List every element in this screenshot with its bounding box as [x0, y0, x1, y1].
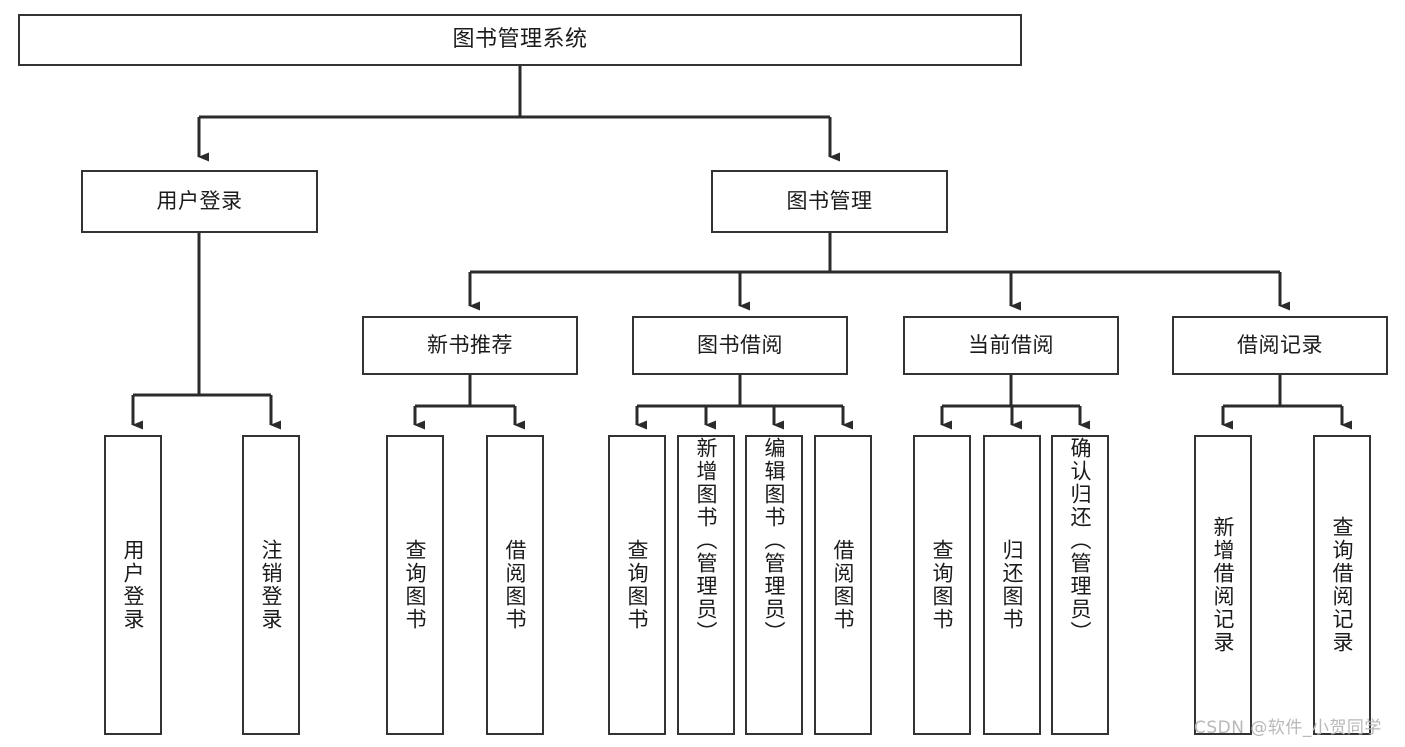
node-label: 查询借阅记录 — [1330, 516, 1355, 654]
node-leaf-record-add[interactable]: 新增借阅记录 — [1194, 435, 1252, 735]
node-label: 查询图书 — [930, 539, 955, 631]
node-leaf-newbook-query-book[interactable]: 查询图书 — [386, 435, 444, 735]
node-label: 当前借阅 — [968, 333, 1054, 358]
node-new-book-recommend[interactable]: 新书推荐 — [362, 316, 578, 375]
node-root-system[interactable]: 图书管理系统 — [18, 14, 1022, 66]
node-leaf-user-login[interactable]: 用户登录 — [104, 435, 162, 735]
node-label: 用户登录 — [156, 189, 243, 214]
node-book-management[interactable]: 图书管理 — [711, 170, 948, 233]
node-label: 图书管理系统 — [452, 27, 588, 53]
node-label: 借阅图书 — [503, 539, 528, 631]
node-leaf-borrow-query-book[interactable]: 查询图书 — [608, 435, 666, 735]
node-leaf-current-query-book[interactable]: 查询图书 — [913, 435, 971, 735]
node-leaf-current-return-book[interactable]: 归还图书 — [983, 435, 1041, 735]
node-leaf-borrow-edit-book[interactable]: 编辑图书（管理员） — [745, 435, 803, 735]
node-current-borrow[interactable]: 当前借阅 — [903, 316, 1119, 375]
node-label: 用户登录 — [121, 539, 146, 631]
node-leaf-record-query[interactable]: 查询借阅记录 — [1313, 435, 1371, 735]
node-label: 图书借阅 — [697, 333, 783, 358]
node-book-borrow[interactable]: 图书借阅 — [632, 316, 848, 375]
node-leaf-user-logout[interactable]: 注销登录 — [242, 435, 300, 735]
node-user-login[interactable]: 用户登录 — [81, 170, 318, 233]
node-leaf-current-confirm-return[interactable]: 确认归还（管理员） — [1051, 435, 1109, 735]
node-label: 新书推荐 — [427, 333, 513, 358]
node-leaf-borrow-borrow-book[interactable]: 借阅图书 — [814, 435, 872, 735]
node-label: 新增借阅记录 — [1211, 516, 1236, 654]
node-label: 查询图书 — [625, 539, 650, 631]
node-leaf-borrow-add-book[interactable]: 新增图书（管理员） — [677, 435, 735, 735]
node-label: 注销登录 — [259, 539, 284, 631]
node-leaf-newbook-borrow-book[interactable]: 借阅图书 — [486, 435, 544, 735]
node-borrow-record[interactable]: 借阅记录 — [1172, 316, 1388, 375]
node-label: 借阅图书 — [831, 539, 856, 631]
node-label: 确认归还（管理员） — [1068, 437, 1093, 644]
node-label: 新增图书（管理员） — [694, 437, 719, 644]
node-label: 借阅记录 — [1237, 333, 1323, 358]
node-label: 图书管理 — [786, 189, 873, 214]
node-label: 查询图书 — [403, 539, 428, 631]
csdn-watermark: CSDN @软件_小贺同学 — [1194, 718, 1382, 738]
node-label: 编辑图书（管理员） — [762, 437, 787, 644]
node-label: 归还图书 — [1000, 539, 1025, 631]
